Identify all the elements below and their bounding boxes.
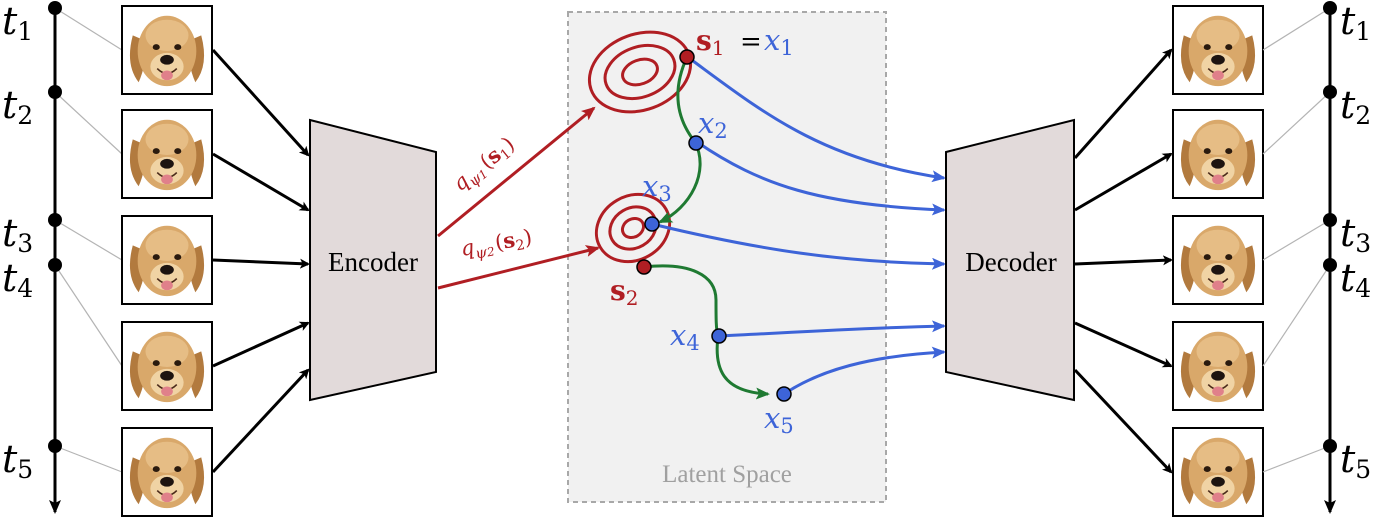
x4-point [711, 328, 727, 344]
s2-label: s2 [610, 274, 639, 310]
decoder-to-image-arrow-2 [1074, 152, 1173, 212]
left-time-tick [48, 258, 62, 272]
right-dog-image-1 [1172, 5, 1264, 95]
trajectory-s2-to-x4 [643, 264, 720, 337]
left-time-tick [48, 1, 62, 15]
latent-space-label: Latent Space [662, 461, 792, 488]
left-dog-image-1 [121, 5, 213, 95]
right-time-tick [1323, 85, 1337, 99]
svg-text:qψ2(s2): qψ2(s2) [459, 224, 535, 265]
posterior-q1-label: qψ1(s1) [447, 131, 521, 198]
right-time-connector [1262, 445, 1331, 473]
image-to-encoder-arrow-5 [211, 368, 310, 474]
x4-label: x4 [670, 318, 700, 355]
encoder-input-arrows [211, 48, 310, 474]
x2-label: x2 [698, 106, 728, 143]
encoder-trapezoid [309, 118, 437, 402]
decoder-to-image-arrow-1 [1073, 48, 1173, 159]
decoder-to-image-arrow-4 [1074, 321, 1173, 368]
encoder-to-s1-arrow [437, 106, 596, 238]
right-image-column [1172, 5, 1264, 517]
left-time-connector [54, 91, 123, 155]
svg-text:s1: s1 [696, 24, 725, 60]
x3-point [644, 216, 660, 232]
right-dog-image-2 [1172, 109, 1264, 199]
image-to-encoder-arrow-2 [212, 152, 310, 212]
left-dog-image-4 [121, 321, 213, 411]
s2-point [636, 259, 652, 275]
right-time-label-4: t4 [1340, 256, 1371, 303]
right-time-connector [1262, 219, 1331, 261]
left-time-label-2: t2 [2, 83, 33, 130]
s1-point [679, 49, 695, 65]
right-time-tick [1323, 258, 1337, 272]
x4-to-decoder-arrow [719, 320, 946, 338]
decoder-to-image-arrow-5 [1073, 368, 1173, 474]
right-time-connector [1262, 264, 1331, 367]
left-time-connector [54, 219, 123, 261]
left-time-connector [54, 445, 123, 473]
image-to-encoder-arrow-1 [211, 48, 310, 157]
left-time-label-3: t3 [2, 211, 33, 258]
posterior-s1-middle-ellipse [603, 43, 677, 101]
left-time-label-4: t4 [2, 256, 33, 303]
right-time-connector [1262, 91, 1331, 155]
right-time-label-3: t3 [1340, 211, 1371, 258]
posterior-s2-ellipses [594, 192, 672, 264]
decoder-trapezoid [945, 118, 1075, 402]
left-time-connector [54, 7, 123, 51]
posterior-s2-outer-ellipse [594, 192, 672, 264]
decoder-to-image-arrow-3 [1074, 255, 1173, 266]
posterior-q2-label: qψ2(s2) [459, 224, 535, 265]
decoder-output-arrows [1073, 48, 1173, 474]
left-dog-image-2 [121, 109, 213, 199]
right-time-tick [1323, 213, 1337, 227]
decoder-label: Decoder [965, 247, 1056, 277]
x1-to-decoder-arrow [688, 56, 946, 183]
left-image-column [121, 5, 213, 517]
left-time-label-1: t1 [2, 0, 33, 46]
right-time-label-5: t5 [1340, 437, 1371, 484]
right-time-label-2: t2 [1340, 83, 1371, 130]
encoder-block: Encoder [309, 118, 437, 402]
left-time-label-5: t5 [2, 437, 33, 484]
x5-point [776, 386, 792, 402]
right-time-label-1: t1 [1340, 0, 1371, 46]
x2-to-decoder-arrow [696, 140, 946, 216]
x3-label: x3 [642, 169, 672, 206]
image-to-encoder-arrow-4 [212, 321, 310, 368]
x3-to-decoder-arrow [651, 222, 946, 270]
right-dog-image-3 [1172, 215, 1264, 305]
posterior-s1-inner-ellipse [621, 57, 659, 87]
posterior-s2-middle-ellipse [608, 205, 658, 251]
right-time-tick [1323, 1, 1337, 15]
left-dog-image-5 [121, 427, 213, 517]
svg-text:qψ1(s1): qψ1(s1) [447, 131, 521, 198]
x5-label: x5 [764, 401, 794, 438]
trajectory-x4-to-x5 [715, 335, 770, 400]
svg-text:x1: x1 [764, 23, 794, 60]
x2-point [688, 135, 704, 151]
right-dog-image-5 [1172, 427, 1264, 517]
left-time-tick [48, 85, 62, 99]
left-time-tick [48, 213, 62, 227]
encoder-label: Encoder [328, 247, 418, 277]
image-to-encoder-arrow-3 [212, 258, 310, 269]
left-time-tick [48, 439, 62, 453]
svg-text:=: = [740, 27, 762, 57]
posterior-s2-inner-ellipse [620, 216, 646, 240]
left-dog-image-3 [121, 215, 213, 305]
left-time-connector [54, 264, 123, 367]
encoder-to-s2-arrow [437, 245, 600, 290]
right-dog-image-4 [1172, 321, 1264, 411]
decoder-block: Decoder [945, 118, 1075, 402]
right-time-connector [1262, 7, 1331, 51]
s1-equals-x1-label: s1 = x1 [696, 23, 794, 60]
right-time-tick [1323, 439, 1337, 453]
x5-to-decoder-arrow [783, 346, 946, 396]
